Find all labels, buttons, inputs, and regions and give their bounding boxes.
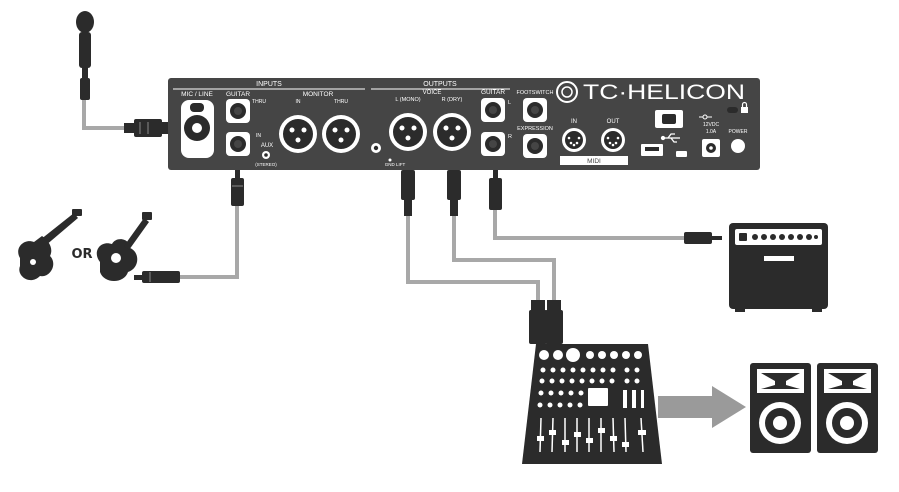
power-amps-label: 1.0A (706, 129, 717, 135)
left-output-xlr-plug-icon (401, 170, 415, 216)
expression-label: EXPRESSION (517, 126, 553, 132)
acoustic-guitar-icon (96, 212, 152, 281)
microphone-icon (76, 11, 94, 100)
dc-polarity-icon (699, 114, 712, 120)
left-mono-xlr-output[interactable] (389, 113, 427, 151)
security-slot (727, 107, 738, 113)
footswitch-label: FOOTSWITCH (517, 90, 554, 96)
guitar-out-label: GUITAR (481, 89, 505, 96)
midi-in-port[interactable] (562, 128, 586, 152)
mic-cable (82, 100, 134, 130)
brand-name: TC·HELICON (583, 81, 745, 104)
gnd-lift-label: GND LIFT (385, 162, 406, 167)
guitar-cable (180, 205, 239, 279)
right-dry-label: R (DRY) (442, 97, 463, 103)
monitor-thru-label: THRU (334, 99, 348, 105)
guitar-amplifier-icon (729, 223, 828, 312)
guitar-out-l-label: L (508, 100, 511, 106)
mini-usb-port[interactable] (676, 151, 687, 157)
power-label: POWER (729, 129, 748, 135)
voice-label: VOICE (423, 90, 442, 96)
inputs-section-label: INPUTS (256, 81, 282, 88)
outputs-section-label: OUTPUTS (423, 81, 457, 88)
aux-label: AUX (261, 143, 273, 149)
midi-in-label: IN (571, 119, 577, 125)
gnd-lift-switch[interactable] (388, 158, 392, 162)
midi-out-label: OUT (607, 119, 620, 125)
lock-icon (741, 101, 748, 113)
guitar-in-marker: IN (256, 133, 261, 139)
monitor-label: MONITOR (303, 91, 334, 98)
monitor-in-label: IN (296, 99, 301, 105)
guitar-side-plug-icon (134, 271, 180, 283)
left-output-cable (406, 215, 540, 302)
guitar-amp-cable (493, 210, 684, 240)
mic-xlr-plug-icon (124, 119, 168, 137)
pa-speaker-right-icon (817, 363, 878, 453)
mixer-input-plugs-icon (529, 300, 563, 344)
power-rating-label: 12VDC (703, 122, 720, 128)
power-button[interactable] (731, 139, 745, 153)
signal-arrow-icon (658, 386, 746, 428)
guitar-out-r-label: R (508, 134, 512, 140)
right-dry-xlr-output[interactable] (433, 113, 471, 151)
right-output-cable (452, 215, 556, 302)
aux-stereo-label: (STEREO) (255, 162, 277, 167)
amp-input-plug-icon (684, 232, 722, 244)
electric-guitar-icon (18, 209, 82, 281)
midi-label: MIDI (587, 158, 601, 165)
tc-helicon-logo (556, 81, 578, 103)
mic-line-label: MIC / LINE (181, 91, 213, 98)
monitor-in-xlr-jack[interactable] (279, 115, 317, 153)
usb-icon (660, 133, 680, 143)
mixing-console-icon (522, 344, 662, 464)
left-mono-label: L (MONO) (395, 97, 420, 103)
monitor-thru-xlr-jack[interactable] (322, 115, 360, 153)
guitar-thru-label: THRU (252, 99, 266, 105)
midi-out-port[interactable] (601, 128, 625, 152)
rear-panel: INPUTS OUTPUTS MIC / LINE GUITAR THRU IN… (168, 78, 760, 170)
pa-speaker-left-icon (750, 363, 811, 453)
or-label: OR (71, 247, 92, 262)
guitar-out-plug-icon (489, 170, 502, 210)
cables (82, 100, 684, 302)
guitar-in-plug-icon (231, 170, 244, 206)
guitar-in-label: GUITAR (226, 91, 250, 98)
right-output-xlr-plug-icon (447, 170, 461, 216)
